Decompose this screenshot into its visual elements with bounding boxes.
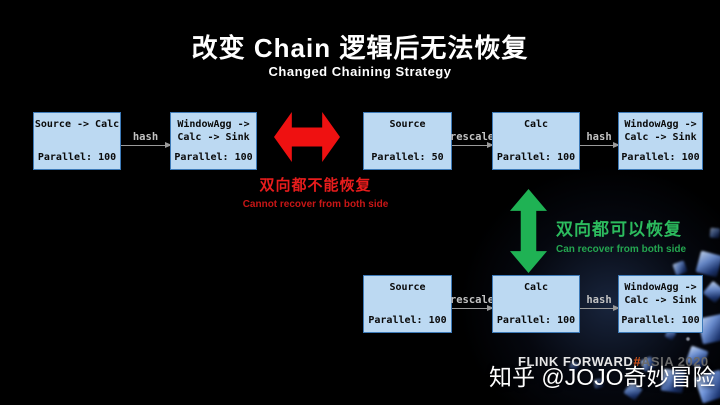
node-label: Source -> Calc [34,119,120,130]
node-source-2: Source Parallel: 100 [363,275,452,333]
bokeh-dot [686,337,690,341]
node-source-calc: Source -> Calc Parallel: 100 [33,112,121,170]
brand-name: FLINK FORWARD [518,354,634,369]
arrowhead-icon [487,141,494,148]
can-recover-caption: 双向都可以恢复 Can recover from both side [556,219,686,255]
edge-hash-1: hash [121,127,172,148]
node-parallelism: Parallel: 100 [621,152,700,163]
node-windowagg-calc-sink-2: WindowAgg -> Calc -> Sink Parallel: 100 [618,112,703,170]
arrowhead-icon [613,304,620,311]
arrowhead-icon [165,141,172,148]
edge-hash-2: hash [580,127,620,148]
can-recover-en: Can recover from both side [556,244,687,255]
node-parallelism: Parallel: 100 [174,152,253,163]
edge-label: rescale [449,294,495,306]
red-double-arrow-icon [274,112,340,162]
conference-brand: FLINK FORWARD#ASIA 2020 [518,354,709,369]
edge-line [452,141,494,148]
node-label: Calc [523,282,549,293]
brand-hash: # [633,354,642,369]
node-label: Calc -> Sink [624,132,697,143]
can-recover-zh: 双向都可以恢复 [556,220,682,239]
node-parallelism: Parallel: 100 [496,152,576,163]
edge-hash-3: hash [580,290,620,311]
cannot-recover-caption: 双向都不能恢复 Cannot recover from both side [233,176,398,210]
node-label: Source [389,282,426,293]
node-calc-1: Calc Parallel: 100 [492,112,580,170]
brand-suffix: ASIA 2020 [641,354,709,369]
arrowhead-icon [613,141,620,148]
node-label: Source [389,119,426,130]
node-source-1: Source Parallel: 50 [363,112,452,170]
node-calc-2: Calc Parallel: 100 [492,275,580,333]
node-label: WindowAgg -> [624,119,697,130]
node-parallelism: Parallel: 100 [496,315,576,326]
crystal-cube-icon [695,250,720,278]
crystal-cube-icon [702,280,720,304]
arrowhead-icon [487,304,494,311]
node-parallelism: Parallel: 100 [37,152,117,163]
node-label: WindowAgg -> [177,119,250,130]
node-label: Calc -> Sink [624,295,697,306]
node-parallelism: Parallel: 50 [371,152,444,163]
node-parallelism: Parallel: 100 [368,315,447,326]
cannot-recover-en: Cannot recover from both side [242,199,389,210]
edge-rescale-1: rescale [449,127,495,148]
edge-line [121,141,172,148]
node-label: WindowAgg -> [624,282,697,293]
edge-line [580,304,620,311]
page-title: 改变 Chain 逻辑后无法恢复 [191,33,529,63]
edge-label: rescale [449,131,495,143]
edge-rescale-2: rescale [449,290,495,311]
cannot-recover-zh: 双向都不能恢复 [259,177,372,194]
edge-label: hash [586,294,612,306]
edge-line [580,141,620,148]
crystal-cube-icon [709,227,720,239]
node-parallelism: Parallel: 100 [621,315,700,326]
green-double-arrow-icon [510,189,547,273]
edge-label: hash [132,131,159,143]
node-windowagg-calc-sink-1: WindowAgg -> Calc -> Sink Parallel: 100 [170,112,257,170]
page-subtitle: Changed Chaining Strategy [268,64,452,79]
node-label: Calc -> Sink [177,132,250,143]
watermark: 知乎 @JOJO奇妙冒险 [489,364,716,390]
node-label: Calc [523,119,549,130]
crystal-cube-icon [672,260,688,276]
edge-line [452,304,494,311]
edge-label: hash [586,131,612,143]
node-windowagg-calc-sink-3: WindowAgg -> Calc -> Sink Parallel: 100 [618,275,703,333]
